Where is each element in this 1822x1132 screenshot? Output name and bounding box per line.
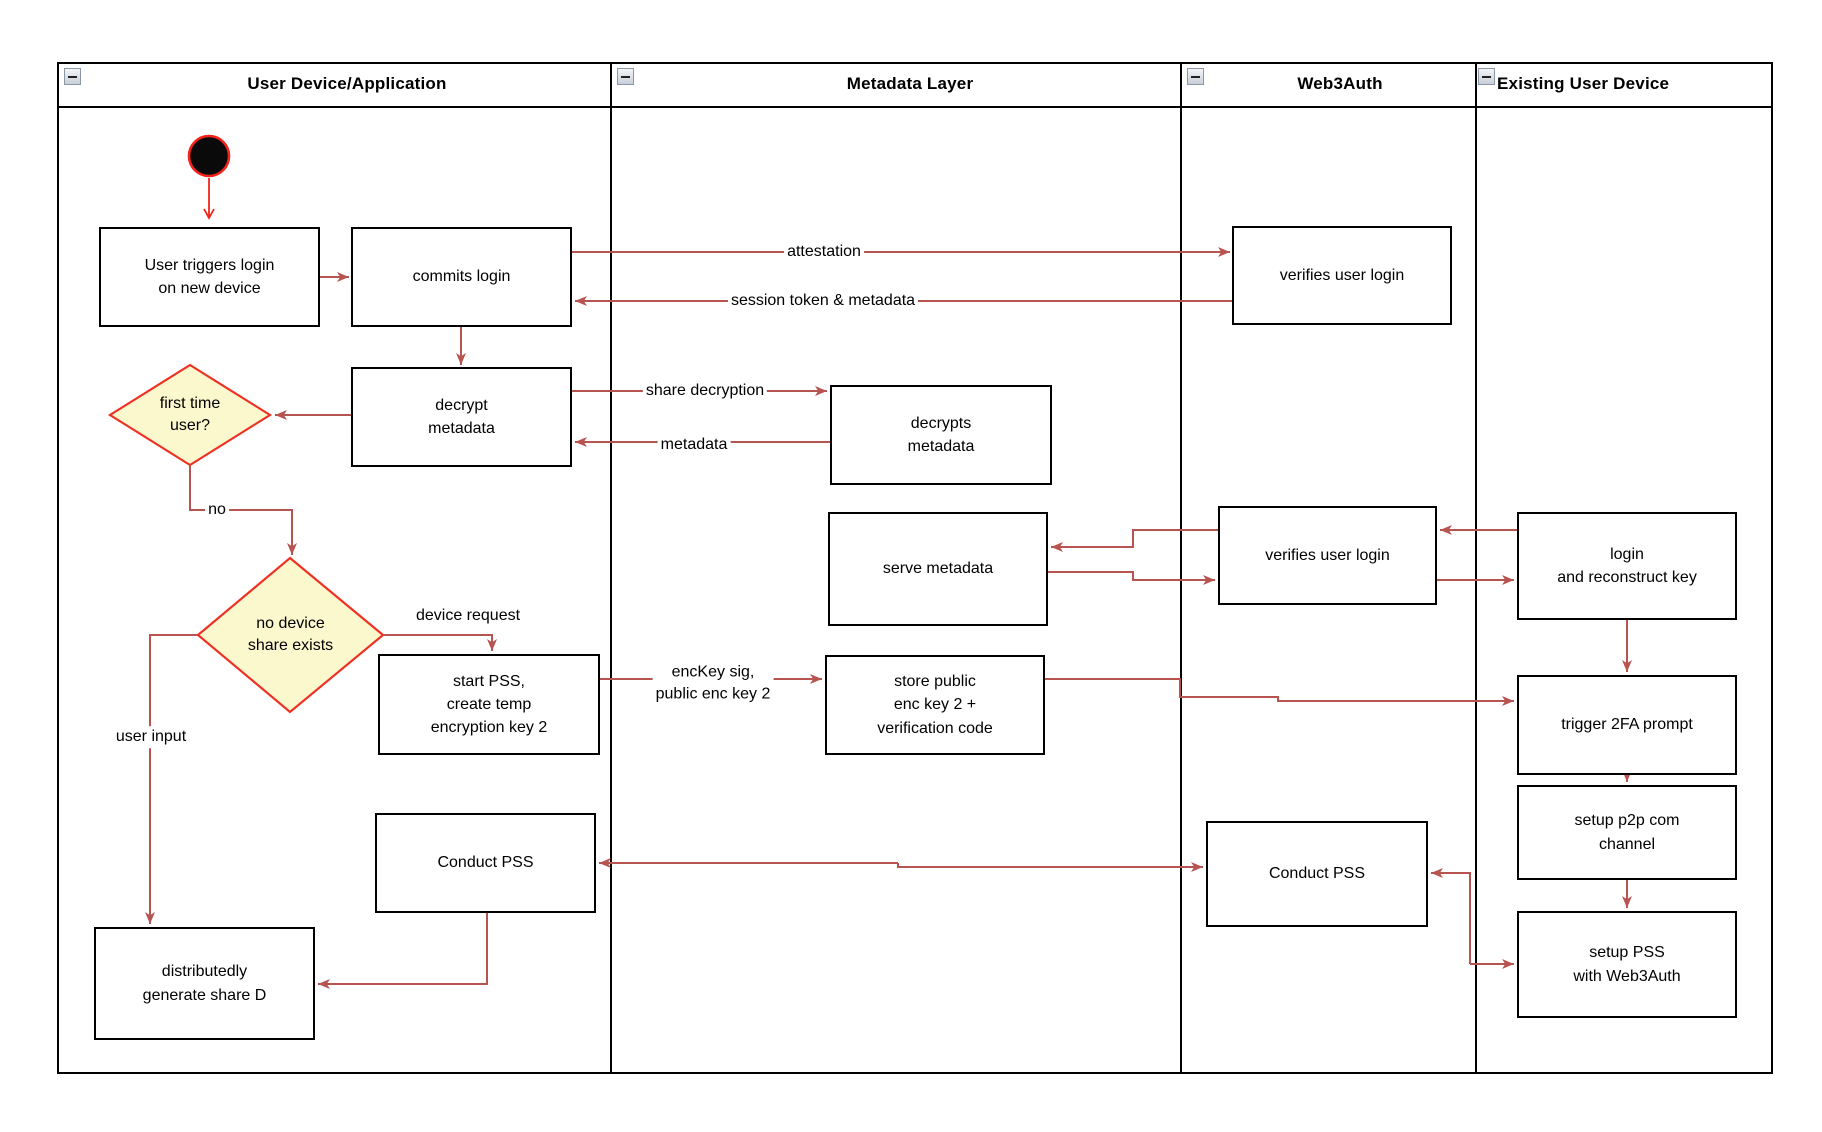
node-commits-login: commits login [351,227,572,327]
node-verifies-user-login-1: verifies user login [1232,226,1452,325]
node-conduct-pss-1: Conduct PSS [375,813,596,913]
collapse-icon[interactable] [1187,68,1204,85]
minus-icon [621,75,630,78]
node-serve-metadata: serve metadata [828,512,1048,626]
node-user-triggers-login: User triggers login on new device [99,227,320,327]
lane-divider-1 [610,62,612,1074]
node-decrypt-metadata: decrypt metadata [351,367,572,467]
node-start-pss: start PSS, create temp encryption key 2 [378,654,600,755]
collapse-icon[interactable] [64,68,81,85]
lane-header-metadata-layer: Metadata Layer [846,74,974,93]
node-conduct-pss-2: Conduct PSS [1206,821,1428,927]
node-login-reconstruct-key: login and reconstruct key [1517,512,1737,620]
node-setup-p2p: setup p2p com channel [1517,785,1737,880]
edge-label-attestation: attestation [784,241,864,263]
node-setup-pss-web3auth: setup PSS with Web3Auth [1517,911,1737,1018]
edge-label-device-request: device request [412,605,524,627]
node-verifies-user-login-2: verifies user login [1218,506,1437,605]
decision-label-no-device: no device share exists [247,614,334,654]
edge-label-session-token: session token & metadata [727,290,919,312]
edge-label-no: no [205,499,229,521]
edge-label-user-input: user input [112,726,190,748]
decision-label-first-time: first time user? [159,394,221,434]
edge-label-enckey: encKey sig, public enc key 2 [652,661,774,705]
node-distributedly-generate: distributedly generate share D [94,927,315,1040]
header-divider [57,106,1773,108]
edge-label-share-decryption: share decryption [642,380,768,402]
lane-header-existing-user-device: Existing User Device [1497,74,1670,93]
collapse-icon[interactable] [1478,68,1495,85]
lane-divider-3 [1475,62,1477,1074]
node-decrypts-metadata: decrypts metadata [830,385,1052,485]
lane-divider-2 [1180,62,1182,1074]
minus-icon [68,75,77,78]
node-store-public-enc-key: store public enc key 2 + verification co… [825,655,1045,755]
lane-header-user-device: User Device/Application [247,74,447,93]
minus-icon [1191,75,1200,78]
lane-header-web3auth: Web3Auth [1297,74,1383,93]
minus-icon [1482,75,1491,78]
collapse-icon[interactable] [617,68,634,85]
edge-label-metadata: metadata [657,434,731,456]
node-trigger-2fa: trigger 2FA prompt [1517,675,1737,775]
